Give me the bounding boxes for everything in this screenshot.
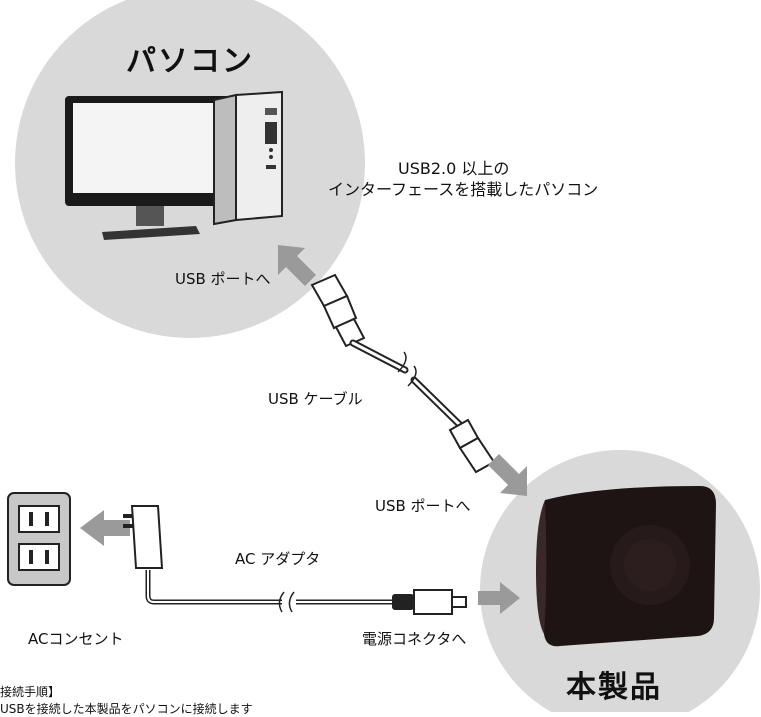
ac-adapter-label: AC アダプタ (235, 550, 321, 568)
usb-cable-label: USB ケーブル (268, 390, 363, 408)
power-connector-label: 電源コネクタへ (362, 630, 467, 648)
pc-tower-icon (213, 90, 283, 226)
ac-outlet-icon (7, 492, 71, 586)
steps-step1: USBを接続した本製品をパソコンに接続します (0, 702, 253, 716)
pc-requirement-line1: USB2.0 以上の (398, 159, 510, 178)
pc-usb-port-label: USB ポートへ (175, 270, 271, 288)
arrow-to-device-usb-icon (488, 454, 527, 496)
arrow-to-device-power-icon (478, 582, 520, 614)
pc-requirement-line2: インターフェースを搭載したパソコン (328, 180, 599, 199)
monitor-icon (65, 96, 235, 240)
device-usb-port-label: USB ポートへ (375, 497, 471, 515)
arrow-to-pc-icon (278, 245, 316, 286)
arrow-to-outlet-icon (80, 510, 130, 546)
device-title: 本製品 (566, 670, 662, 705)
steps-header: 接続手順】 (0, 685, 61, 699)
ac-outlet-label: ACコンセント (28, 630, 124, 648)
pc-title: パソコン (126, 44, 254, 79)
ac-adapter-icon (123, 505, 467, 615)
usb-cable-icon (310, 273, 496, 474)
device-enclosure-icon (536, 486, 716, 647)
